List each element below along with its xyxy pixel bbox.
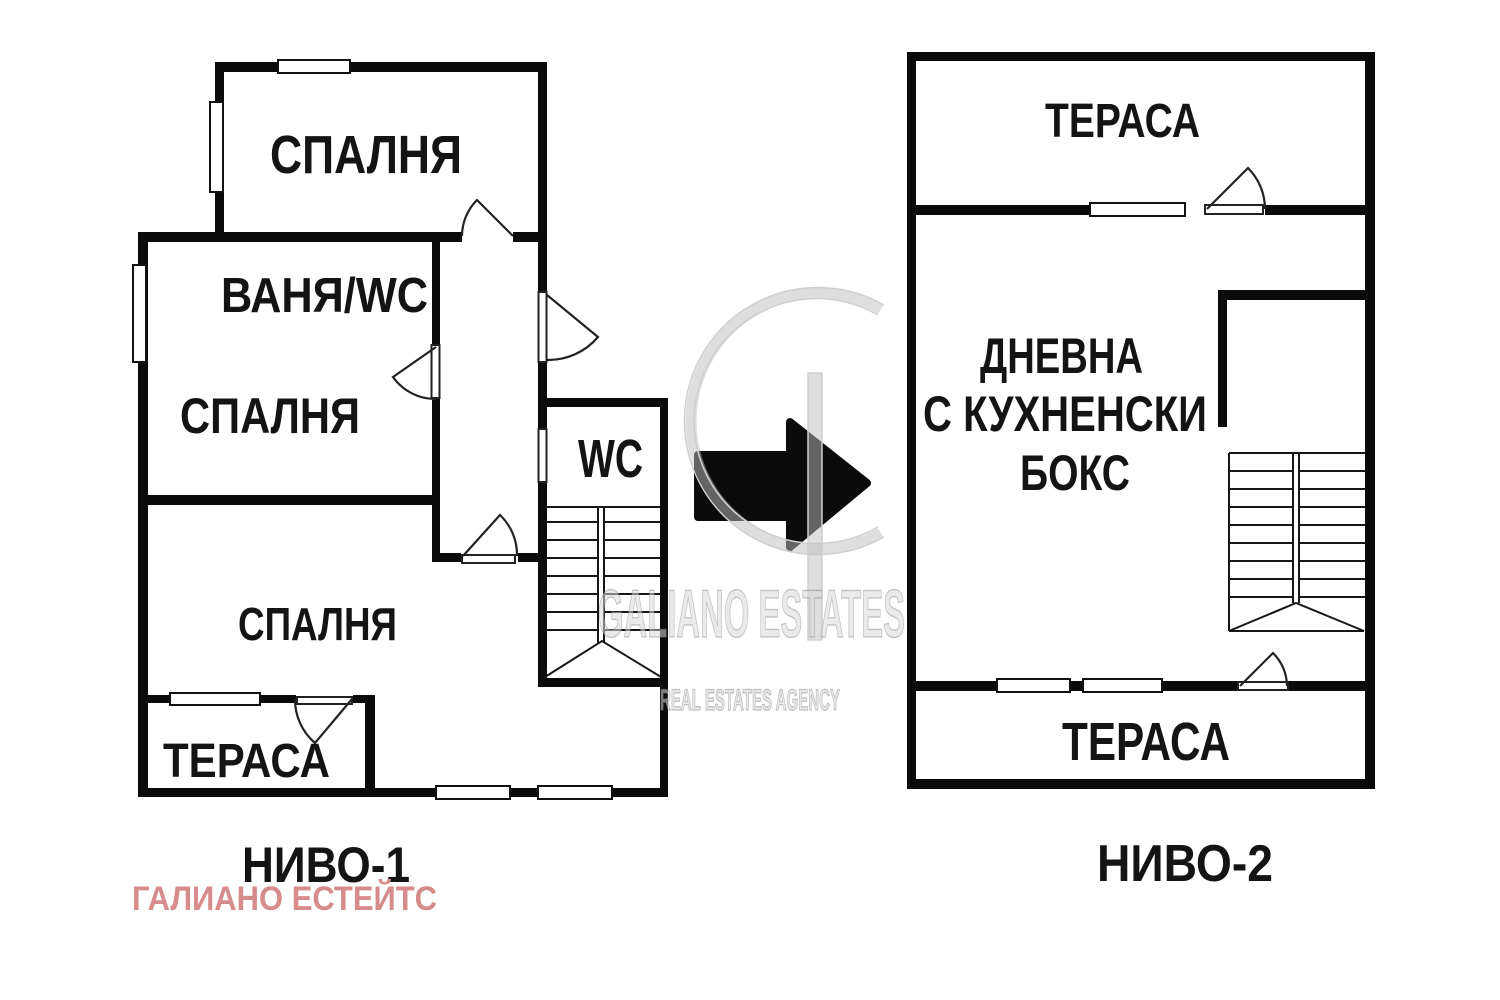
level1-staircase — [544, 506, 662, 678]
window-icon — [169, 692, 261, 706]
level2-staircase — [1228, 452, 1365, 632]
wall-segment — [907, 779, 1375, 789]
wall-segment — [215, 62, 547, 72]
door-swing-icon — [1206, 166, 1267, 210]
level1-windows — [132, 59, 613, 800]
wall-segment — [138, 232, 148, 797]
room-label-bedroom-bottom: СПАЛНЯ — [238, 598, 397, 650]
wall-segment — [138, 788, 668, 797]
window-icon — [209, 101, 224, 193]
room-label-living-line1: ДНЕВНА — [980, 328, 1143, 384]
room-label-wc: WC — [578, 429, 643, 489]
room-label-bathroom: ВАНЯ/WC — [221, 269, 428, 323]
wall-segment — [138, 495, 440, 505]
door-leaf — [430, 344, 441, 399]
door-leaf — [1237, 681, 1289, 691]
level2-caption: НИВО-2 — [1097, 835, 1273, 893]
door-swing-icon — [546, 294, 600, 362]
wall-segment — [365, 695, 375, 797]
galiano-g-logo-icon — [683, 286, 885, 641]
wall-segment — [907, 52, 916, 789]
door-leaf — [537, 428, 548, 483]
watermark-tagline-text: REAL ESTATES AGENCY — [660, 684, 840, 717]
level2-door-openings — [1185, 204, 1288, 692]
window-icon — [1082, 678, 1163, 693]
door-swing-icon — [391, 346, 437, 401]
wall-segment — [138, 232, 547, 242]
room-label-terrace-1: ТЕРАСА — [163, 735, 330, 788]
window-icon — [996, 678, 1071, 693]
door-swing-icon — [462, 513, 519, 557]
window-icon — [537, 785, 613, 800]
wall-segment — [538, 398, 668, 407]
door-leaf — [296, 696, 353, 705]
stair-treads — [1229, 470, 1365, 598]
room-label-terrace-bottom: ТЕРАСА — [1062, 712, 1230, 772]
galiano-watermark: GALIANO ESTATES REAL ESTATES AGENCY — [597, 286, 906, 718]
wall-segment — [1365, 52, 1375, 789]
door-swing-icon — [293, 698, 353, 745]
room-label-living-line3: БОКС — [1020, 445, 1130, 501]
door-leaf — [1204, 204, 1264, 215]
door-swing-icon — [1239, 651, 1289, 687]
door-leaf — [461, 554, 516, 564]
wall-segment — [432, 242, 440, 562]
agency-name-caption: ГАЛИАНО ЕСТЕЙТС — [132, 879, 437, 918]
room-label-bedroom-middle: СПАЛНЯ — [180, 388, 360, 444]
stair-treads — [545, 521, 660, 631]
window-icon — [132, 264, 147, 363]
level2-windows — [996, 202, 1186, 693]
room-label-terrace-top: ТЕРАСА — [1045, 95, 1200, 148]
wall-segment — [907, 52, 1375, 61]
room-label-bedroom-top: СПАЛНЯ — [270, 125, 462, 185]
level1-caption: НИВО-1 — [242, 837, 410, 893]
wall-segment — [1218, 290, 1227, 427]
door-swing-icon — [460, 198, 514, 237]
stair-direction-lines — [544, 639, 662, 678]
floor-plan-level2: ТЕРАСА ДНЕВНА С КУХНЕНСКИ БОКС ТЕРАСА НИ… — [907, 52, 1375, 893]
window-icon — [277, 59, 351, 74]
watermark-brand-text: GALIANO ESTATES — [598, 576, 905, 652]
room-label-living-line2: С КУХНЕНСКИ — [923, 386, 1207, 442]
wall-segment — [1218, 290, 1375, 300]
wall-segment — [538, 62, 547, 687]
door-leaf — [537, 291, 548, 363]
window-icon — [1089, 202, 1186, 217]
wall-segment — [540, 678, 668, 687]
level2-doors — [1204, 166, 1289, 691]
door-opening — [462, 231, 513, 243]
right-arrow-icon — [694, 418, 871, 551]
floor-plan-level1: СПАЛНЯ ВАНЯ/WC СПАЛНЯ WC СПАЛНЯ ТЕРАСА Н… — [132, 59, 668, 893]
window-icon — [435, 785, 511, 800]
wall-segment — [660, 398, 668, 797]
level1-doors — [293, 198, 600, 745]
stair-direction-lines — [1228, 601, 1365, 632]
